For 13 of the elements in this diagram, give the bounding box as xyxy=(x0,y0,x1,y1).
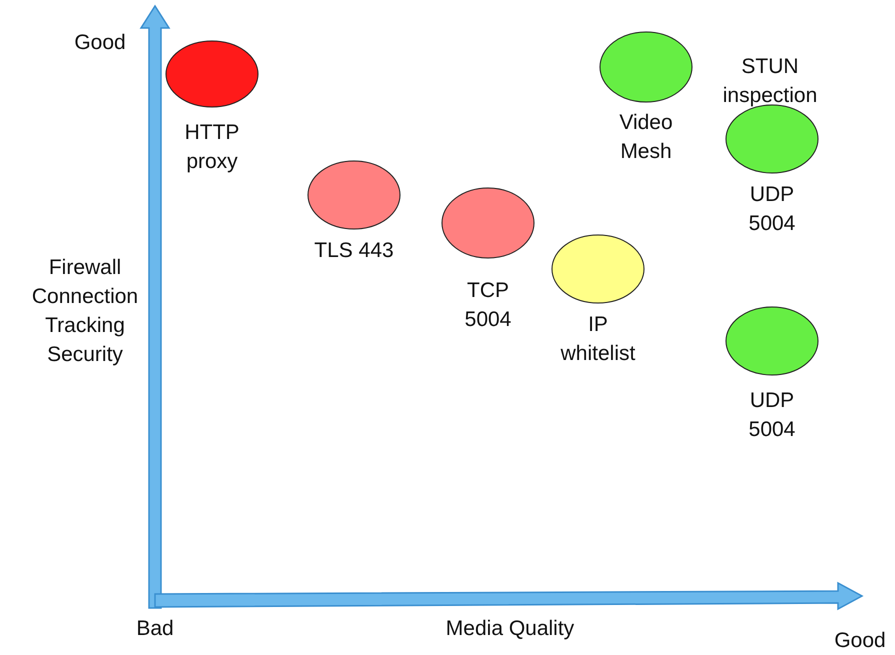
note-label: STUN inspection xyxy=(722,54,818,109)
marker-label: HTTP proxy xyxy=(184,120,240,175)
axis-end-label: Good xyxy=(833,628,887,654)
marker-label: Video Mesh xyxy=(618,110,674,165)
axis-end-label: Bad xyxy=(135,616,175,642)
marker-label: TLS 443 xyxy=(313,238,395,264)
marker-label: UDP 5004 xyxy=(748,182,796,237)
marker-label: TCP 5004 xyxy=(464,278,512,333)
axis-title: Firewall Connection Tracking Security xyxy=(30,255,140,368)
marker-label: UDP 5004 xyxy=(748,388,796,443)
marker-label: IP whitelist xyxy=(560,312,636,367)
axis-end-label: Good xyxy=(73,30,127,56)
axis-title: Media Quality xyxy=(444,616,576,642)
